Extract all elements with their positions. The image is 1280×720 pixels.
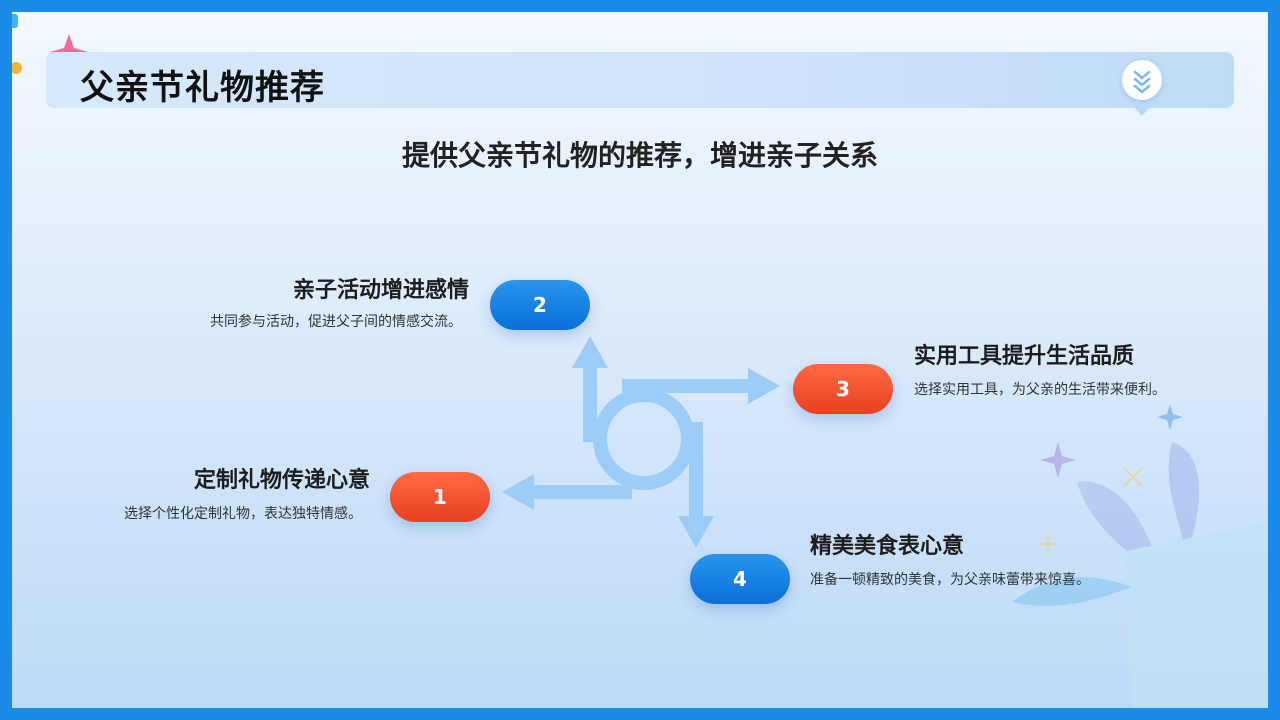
- step-3-description: 选择实用工具，为父亲的生活带来便利。: [914, 378, 1166, 402]
- step-1-description: 选择个性化定制礼物，表达独特情感。: [124, 502, 362, 526]
- arrow-left-head: [502, 474, 534, 510]
- step-3-number: 3: [836, 377, 850, 401]
- step-1-number: 1: [433, 485, 447, 509]
- step-2-title: 亲子活动增进感情: [293, 272, 469, 304]
- step-4-description: 准备一顿精致的美食，为父亲味蕾带来惊喜。: [810, 568, 1102, 592]
- step-1-title: 定制礼物传递心意: [194, 462, 370, 494]
- step-4-number: 4: [733, 567, 747, 591]
- step-4-title: 精美美食表心意: [810, 528, 964, 560]
- slide: 父亲节礼物推荐 提供父亲节礼物的推荐，增进亲子关系: [12, 12, 1268, 708]
- step-3-badge: 3: [793, 364, 893, 414]
- step-2-number: 2: [533, 293, 547, 317]
- step-3-title: 实用工具提升生活品质: [914, 338, 1134, 370]
- arrow-right-head: [748, 368, 780, 404]
- step-1-badge: 1: [390, 472, 490, 522]
- step-4-badge: 4: [690, 554, 790, 604]
- step-2-description: 共同参与活动，促进父子间的情感交流。: [210, 310, 462, 334]
- step-2-badge: 2: [490, 280, 590, 330]
- arrow-down-head: [678, 516, 714, 548]
- arrow-up-head: [572, 336, 608, 368]
